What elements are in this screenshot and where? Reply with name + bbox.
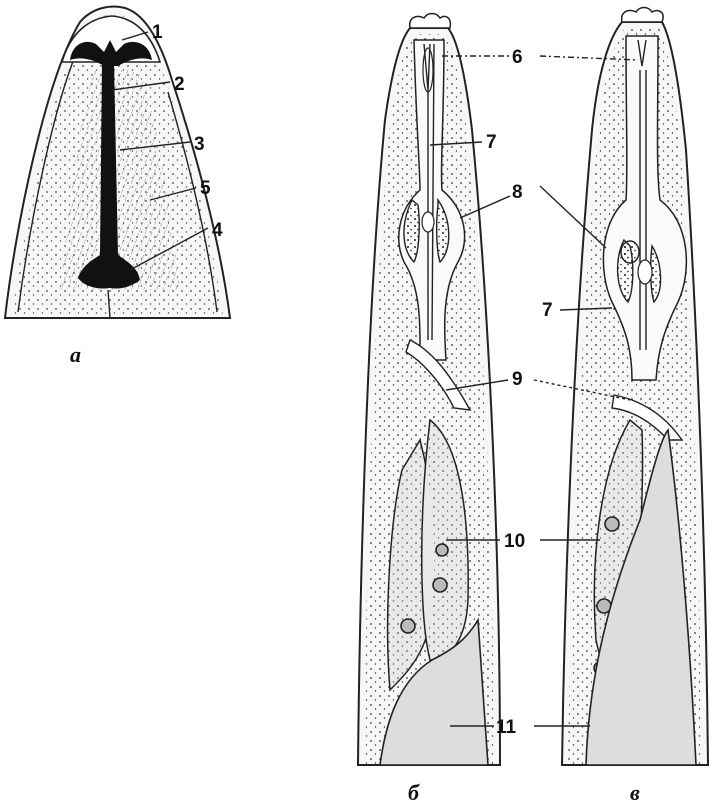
- callout-5: 5: [200, 178, 211, 199]
- panel-b: 6 7 8 9 10 11 б: [358, 14, 525, 806]
- panel-c-nucleus-1: [605, 517, 619, 531]
- panel-c-bulb-knob: [621, 241, 639, 263]
- panel-b-lips: [410, 14, 451, 29]
- panel-a-label: а: [70, 342, 81, 367]
- callout-6: 6: [512, 47, 523, 68]
- panel-b-valve: [422, 212, 434, 232]
- panel-b-label: б: [408, 780, 420, 805]
- panel-b-nucleus-3: [401, 619, 415, 633]
- callout-1: 1: [152, 22, 163, 43]
- callout-8: 8: [512, 182, 523, 203]
- panel-c-valve: [638, 260, 652, 284]
- callout-10: 10: [504, 531, 525, 552]
- callout-4: 4: [212, 220, 223, 241]
- callout-9: 9: [512, 369, 523, 390]
- panel-a: 1 2 3 4 5 а: [5, 7, 230, 367]
- panel-c-label: в: [630, 780, 640, 805]
- callout-3: 3: [194, 134, 205, 155]
- panel-c-lips: [622, 8, 663, 23]
- callout-7-c: 7: [542, 300, 553, 321]
- callout-2: 2: [174, 74, 185, 95]
- callout-11: 11: [496, 717, 517, 738]
- panel-c: 7 в: [534, 8, 708, 806]
- panel-b-nucleus-1: [436, 544, 448, 556]
- panel-b-nucleus-2: [433, 578, 447, 592]
- callout-7: 7: [486, 132, 497, 153]
